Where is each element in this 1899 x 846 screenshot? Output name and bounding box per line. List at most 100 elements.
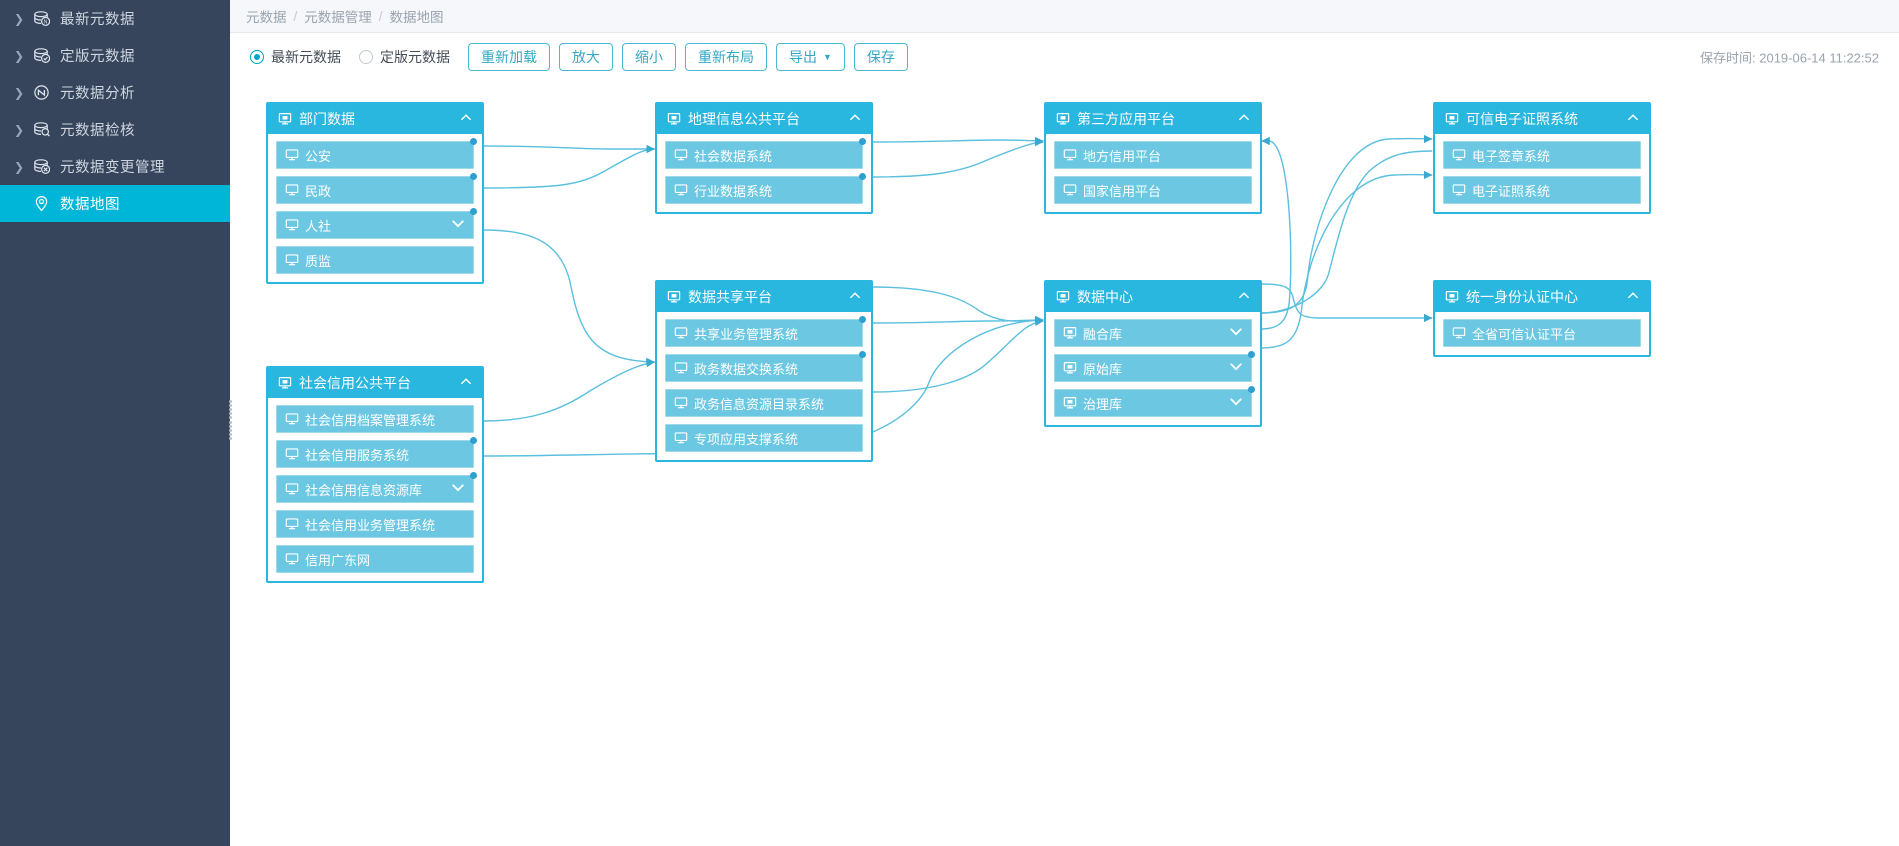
chevron-down-icon[interactable] bbox=[450, 480, 466, 499]
radio-label: 最新元数据 bbox=[271, 49, 341, 65]
radio-dot[interactable] bbox=[359, 50, 373, 64]
node-geo-1[interactable]: 社会数据系统 bbox=[665, 138, 866, 169]
node-credit-4[interactable]: 社会信用业务管理系统 bbox=[276, 510, 474, 538]
monitor-icon bbox=[285, 183, 299, 197]
sidebar-item-4[interactable]: ❯元数据检核 bbox=[0, 111, 230, 148]
zoom-in-button[interactable]: 放大 bbox=[559, 43, 613, 71]
data-map-canvas[interactable]: 部门数据公安民政人社质监社会信用公共平台社会信用档案管理系统社会信用服务系统社会… bbox=[230, 81, 1899, 846]
sidebar-resize-handle[interactable] bbox=[228, 400, 233, 440]
chevron-down-icon[interactable] bbox=[450, 216, 466, 235]
connection-port[interactable] bbox=[859, 351, 866, 358]
chevron-down-icon[interactable] bbox=[1228, 359, 1244, 378]
reload-button[interactable]: 重新加载 bbox=[468, 43, 550, 71]
node-credit-1[interactable]: 社会信用档案管理系统 bbox=[276, 405, 474, 433]
node-share-3[interactable]: 政务信息资源目录系统 bbox=[665, 389, 863, 417]
group-header-ecert[interactable]: 可信电子证照系统 bbox=[1435, 104, 1649, 134]
connection-port[interactable] bbox=[1248, 351, 1255, 358]
sidebar-item-6[interactable]: 数据地图 bbox=[0, 185, 230, 222]
node-dept-2[interactable]: 民政 bbox=[276, 173, 477, 204]
group-thirdparty[interactable]: 第三方应用平台地方信用平台国家信用平台 bbox=[1044, 102, 1262, 214]
connection-port[interactable] bbox=[859, 173, 866, 180]
chevron-up-icon[interactable] bbox=[1237, 111, 1251, 128]
metadata-version-radio-group[interactable]: 最新元数据 定版元数据 bbox=[250, 47, 468, 67]
node-thirdparty-1[interactable]: 地方信用平台 bbox=[1054, 141, 1252, 169]
chevron-up-icon[interactable] bbox=[459, 111, 473, 128]
button-label: 重新布局 bbox=[698, 49, 754, 65]
node-credit-2[interactable]: 社会信用服务系统 bbox=[276, 437, 477, 468]
breadcrumb-item-2[interactable]: 数据地图 bbox=[389, 10, 444, 25]
sidebar-item-2[interactable]: ❯定版元数据 bbox=[0, 37, 230, 74]
group-auth[interactable]: 统一身份认证中心全省可信认证平台 bbox=[1433, 280, 1651, 357]
monitor-icon bbox=[1452, 183, 1466, 197]
node-thirdparty-2[interactable]: 国家信用平台 bbox=[1054, 176, 1252, 204]
group-header-dept[interactable]: 部门数据 bbox=[268, 104, 482, 134]
connection-port[interactable] bbox=[1248, 386, 1255, 393]
chevron-up-icon[interactable] bbox=[1626, 289, 1640, 306]
monitor-icon bbox=[285, 552, 299, 566]
connection-port[interactable] bbox=[470, 437, 477, 444]
chevron-down-icon[interactable] bbox=[1228, 324, 1244, 343]
node-credit-5[interactable]: 信用广东网 bbox=[276, 545, 474, 573]
chevron-up-icon[interactable] bbox=[848, 289, 862, 306]
group-title: 可信电子证照系统 bbox=[1466, 111, 1578, 127]
node-ecert-1[interactable]: 电子签章系统 bbox=[1443, 141, 1641, 169]
group-header-auth[interactable]: 统一身份认证中心 bbox=[1435, 282, 1649, 312]
node-datacenter-2[interactable]: 原始库 bbox=[1054, 351, 1255, 382]
db-change-icon bbox=[28, 158, 54, 175]
node-ecert-2[interactable]: 电子证照系统 bbox=[1443, 176, 1641, 204]
node-datacenter-1[interactable]: 融合库 bbox=[1054, 319, 1252, 347]
server-icon bbox=[278, 112, 292, 126]
node-label: 地方信用平台 bbox=[1083, 148, 1162, 164]
sidebar-item-3[interactable]: ❯元数据分析 bbox=[0, 74, 230, 111]
node-datacenter-3[interactable]: 治理库 bbox=[1054, 386, 1255, 417]
connection-port[interactable] bbox=[470, 208, 477, 215]
chevron-up-icon[interactable] bbox=[1237, 289, 1251, 306]
monitor-icon bbox=[674, 396, 688, 410]
chevron-up-icon[interactable] bbox=[848, 111, 862, 128]
radio-option-1[interactable]: 最新元数据 bbox=[250, 47, 341, 67]
radio-option-2[interactable]: 定版元数据 bbox=[359, 47, 450, 67]
radio-dot[interactable] bbox=[250, 50, 264, 64]
group-dept[interactable]: 部门数据公安民政人社质监 bbox=[266, 102, 484, 284]
group-share[interactable]: 数据共享平台共享业务管理系统政务数据交换系统政务信息资源目录系统专项应用支撑系统 bbox=[655, 280, 873, 462]
group-body-dept: 公安民政人社质监 bbox=[268, 134, 482, 282]
node-share-2[interactable]: 政务数据交换系统 bbox=[665, 351, 866, 382]
node-dept-1[interactable]: 公安 bbox=[276, 138, 477, 169]
connection-port[interactable] bbox=[859, 316, 866, 323]
group-credit[interactable]: 社会信用公共平台社会信用档案管理系统社会信用服务系统社会信用信息资源库社会信用业… bbox=[266, 366, 484, 583]
sidebar-item-label: 元数据检核 bbox=[60, 123, 135, 139]
connection-port[interactable] bbox=[470, 138, 477, 145]
group-ecert[interactable]: 可信电子证照系统电子签章系统电子证照系统 bbox=[1433, 102, 1651, 214]
node-label: 行业数据系统 bbox=[694, 183, 773, 199]
node-credit-3[interactable]: 社会信用信息资源库 bbox=[276, 472, 477, 503]
sidebar-item-5[interactable]: ❯元数据变更管理 bbox=[0, 148, 230, 185]
node-dept-3[interactable]: 人社 bbox=[276, 208, 477, 239]
zoom-out-button[interactable]: 缩小 bbox=[622, 43, 676, 71]
node-share-1[interactable]: 共享业务管理系统 bbox=[665, 316, 866, 347]
connection-port[interactable] bbox=[859, 138, 866, 145]
group-header-geo[interactable]: 地理信息公共平台 bbox=[657, 104, 871, 134]
monitor-icon bbox=[674, 326, 688, 340]
breadcrumb-item-1[interactable]: 元数据管理 bbox=[304, 10, 372, 25]
breadcrumb-item-0[interactable]: 元数据 bbox=[246, 10, 287, 25]
export-button[interactable]: 导出▼ bbox=[776, 43, 845, 71]
group-header-share[interactable]: 数据共享平台 bbox=[657, 282, 871, 312]
chevron-up-icon[interactable] bbox=[1626, 111, 1640, 128]
node-share-4[interactable]: 专项应用支撑系统 bbox=[665, 424, 863, 452]
node-auth-1[interactable]: 全省可信认证平台 bbox=[1443, 319, 1641, 347]
chevron-down-icon[interactable] bbox=[1228, 394, 1244, 413]
chevron-up-icon[interactable] bbox=[459, 375, 473, 392]
group-datacenter[interactable]: 数据中心融合库原始库治理库 bbox=[1044, 280, 1262, 427]
node-dept-4[interactable]: 质监 bbox=[276, 246, 474, 274]
relayout-button[interactable]: 重新布局 bbox=[685, 43, 767, 71]
connection-port[interactable] bbox=[470, 472, 477, 479]
group-geo[interactable]: 地理信息公共平台社会数据系统行业数据系统 bbox=[655, 102, 873, 214]
group-header-thirdparty[interactable]: 第三方应用平台 bbox=[1046, 104, 1260, 134]
connection-port[interactable] bbox=[470, 173, 477, 180]
save-button[interactable]: 保存 bbox=[853, 43, 908, 71]
group-header-credit[interactable]: 社会信用公共平台 bbox=[268, 368, 482, 398]
sidebar-item-label: 元数据分析 bbox=[60, 86, 135, 102]
group-header-datacenter[interactable]: 数据中心 bbox=[1046, 282, 1260, 312]
node-geo-2[interactable]: 行业数据系统 bbox=[665, 173, 866, 204]
